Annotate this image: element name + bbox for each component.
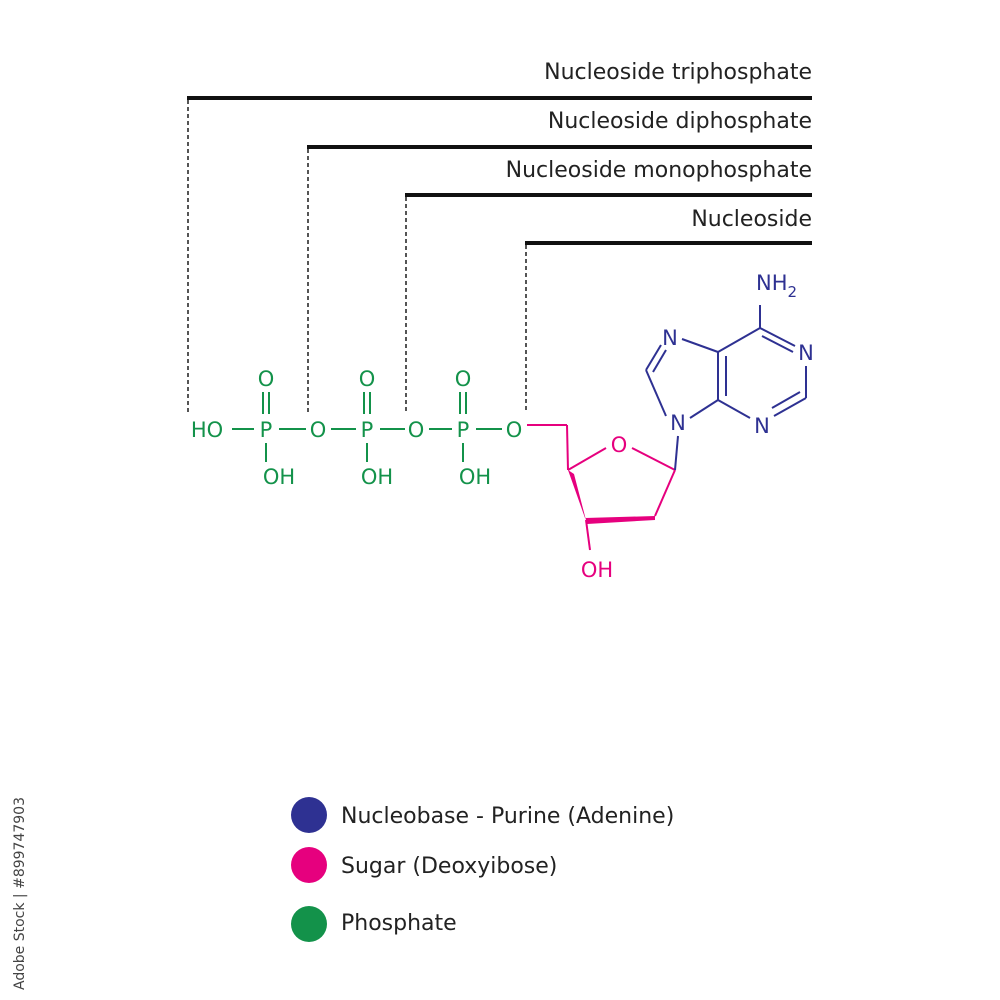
bond-n3-c4: [717, 399, 751, 419]
bond-c6-n1: [759, 327, 796, 347]
bond-c3-oh: [585, 519, 591, 551]
atom-o-link2: O: [408, 418, 425, 442]
atom-n7: N: [662, 326, 678, 350]
atom-n9: N: [670, 411, 686, 435]
atom-o-top2: O: [359, 367, 376, 391]
bracket-label-nucleoside: Nucleoside: [691, 207, 812, 232]
atom-ho: HO: [191, 418, 223, 442]
bond-c4-o4: [567, 447, 607, 471]
bond-c5-c6: [717, 327, 761, 353]
atom-sugar-oh: OH: [581, 558, 613, 582]
bond-n9-c8: [645, 369, 667, 417]
bond-n9-c4: [689, 399, 719, 419]
bond-c1-c2: [654, 469, 676, 517]
legend-swatch-sugar: [291, 847, 327, 883]
atom-nh2: NH2: [756, 271, 797, 301]
phosphate-chain: HO P O OH O P O OH O P O OH O: [191, 367, 522, 489]
bond-c5-c4: [566, 424, 569, 471]
bracket-label-diphosphate: Nucleoside diphosphate: [548, 109, 812, 134]
stock-id-label: Adobe Stock | #899747903: [12, 797, 28, 990]
atom-n3: N: [754, 414, 770, 438]
legend-label-sugar: Sugar (Deoxyibose): [341, 854, 557, 879]
legend-label-nucleobase: Nucleobase - Purine (Adenine): [341, 804, 674, 829]
bond-n7-c5: [681, 338, 719, 353]
bracket-label-monophosphate: Nucleoside monophosphate: [506, 158, 812, 183]
atom-p1: P: [260, 418, 273, 442]
bond-c2-n3-double: [771, 391, 801, 409]
sugar-ring: O OH: [527, 424, 676, 582]
atom-o-link3: O: [506, 418, 523, 442]
atom-o-top1: O: [258, 367, 275, 391]
bracket-label-triphosphate: Nucleoside triphosphate: [544, 60, 812, 85]
atom-ring-o: O: [611, 433, 628, 457]
bond-o4-c1: [631, 447, 676, 471]
legend-swatch-nucleobase: [291, 797, 327, 833]
atom-oh2: OH: [361, 465, 393, 489]
atom-oh3: OH: [459, 465, 491, 489]
atom-oh1: OH: [263, 465, 295, 489]
bond-c8-n7: [645, 344, 662, 371]
legend-label-phosphate: Phosphate: [341, 911, 457, 936]
adenine-base: N N NH2 N N: [645, 271, 814, 471]
atom-p3: P: [457, 418, 470, 442]
atom-p2: P: [361, 418, 374, 442]
legend: Nucleobase - Purine (Adenine) Sugar (Deo…: [291, 797, 674, 942]
bond-c8-n7-double: [652, 349, 667, 373]
bond-c1-n9: [674, 435, 679, 471]
atom-n1: N: [798, 341, 814, 365]
bond-wedge-c4-c3-c2: [568, 470, 655, 524]
bracket-group: Nucleoside triphosphate Nucleoside dipho…: [187, 60, 812, 412]
legend-swatch-phosphate: [291, 906, 327, 942]
atom-o-link1: O: [310, 418, 327, 442]
bond-c6-n1-double: [761, 335, 794, 353]
atom-o-top3: O: [455, 367, 472, 391]
bond-c2-n3: [773, 397, 807, 417]
